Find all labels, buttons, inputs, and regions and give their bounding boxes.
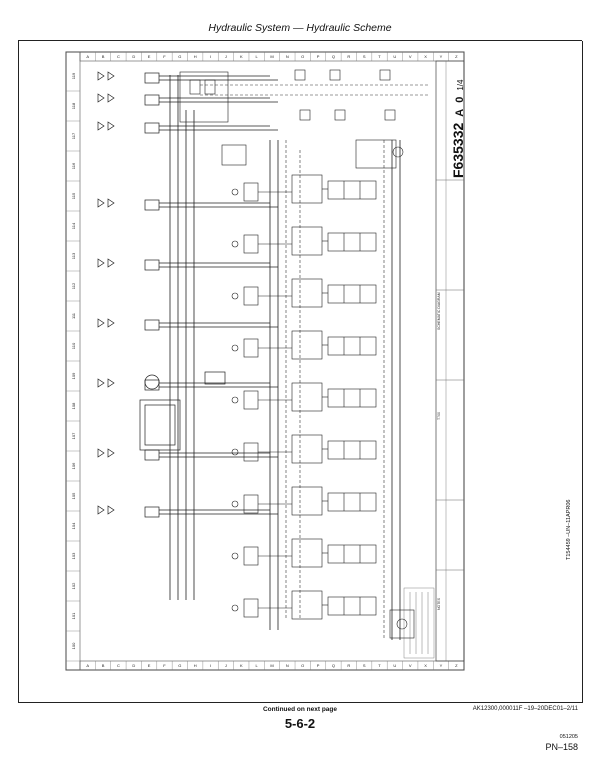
row-label-top: N [286,54,289,59]
header-divider [18,40,582,41]
column-label: 103 [71,552,76,559]
row-label-top: Y [440,54,443,59]
row-label-top: A [86,54,89,59]
row-label-top: B [102,54,105,59]
row-label-top: Z [455,54,458,59]
drawing-sheet: 1/4 [456,79,465,91]
column-label: 112 [71,282,76,289]
row-label-top: E [148,54,151,59]
continued-note: Continued on next page [262,706,338,713]
side-figure-code: T154459 –UN–11APR06 [566,499,572,560]
row-label-bottom: X [424,663,427,668]
column-label: 101 [71,612,76,619]
row-label-bottom: V [409,663,412,668]
row-label-top: L [256,54,259,59]
column-label: 105 [71,492,76,499]
row-label-bottom: D [132,663,135,668]
column-label: 117 [71,132,76,139]
svg-text:SCHEMATIC DIAGRAM: SCHEMATIC DIAGRAM [437,292,441,330]
row-label-top: G [178,54,181,59]
row-label-bottom: C [117,663,120,668]
row-label-top: I [210,54,211,59]
row-label-bottom: U [393,663,396,668]
page-number: 5-6-2 [284,716,316,731]
row-label-bottom: M [270,663,273,668]
row-label-bottom: Z [455,663,458,668]
row-label-top: F [163,54,166,59]
column-label: 113 [71,252,76,259]
column-label: 110 [71,342,76,349]
column-label: 116 [71,162,76,169]
row-label-top: X [424,54,427,59]
row-label-bottom: T [378,663,381,668]
drawing-revision: A [454,108,466,117]
drawing-version: 0 [454,96,466,103]
column-label: 114 [71,222,76,229]
svg-text:NOTES: NOTES [437,597,441,610]
column-label: 102 [71,582,76,589]
page-header-title: Hydraulic System — Hydraulic Scheme [208,22,392,34]
row-label-top: K [240,54,243,59]
drawing-number-block: F635332 A 0 1/4 [450,80,466,178]
row-label-top: J [225,54,227,59]
document-reference: AK12300,000011F –19–20DEC01–2/11 [472,706,578,712]
row-label-top: Q [332,54,335,59]
row-label-top: R [347,54,350,59]
row-label-bottom: I [210,663,211,668]
row-label-bottom: R [347,663,350,668]
svg-text:T700: T700 [437,412,441,420]
row-label-bottom: K [240,663,243,668]
row-label-bottom: B [102,663,105,668]
column-label: 108 [71,402,76,409]
column-label: 119 [71,72,76,79]
row-label-top: S [363,54,366,59]
row-label-bottom: H [194,663,197,668]
column-label: 109 [71,372,76,379]
row-label-top: M [270,54,273,59]
column-label: 106 [71,462,76,469]
row-label-top: D [132,54,135,59]
row-label-bottom: G [178,663,181,668]
row-label-top: H [194,54,197,59]
row-label-bottom: O [301,663,304,668]
column-label: 100 [71,642,76,649]
row-label-bottom: S [363,663,366,668]
row-label-bottom: Y [440,663,443,668]
row-label-bottom: N [286,663,289,668]
row-label-bottom: E [148,663,151,668]
pn-code: PN–158 [545,742,578,752]
row-label-bottom: P [317,663,320,668]
row-label-bottom: Q [332,663,335,668]
row-label-top: O [301,54,304,59]
column-label: 115 [71,192,76,199]
column-label: 118 [71,102,76,109]
row-label-bottom: J [225,663,227,668]
row-label-top: C [117,54,120,59]
row-label-top: P [317,54,320,59]
row-label-top: T [378,54,381,59]
column-label: 111 [71,312,76,319]
row-label-bottom: A [86,663,89,668]
row-label-top: V [409,54,412,59]
row-label-bottom: L [256,663,259,668]
date-code: 051205 [559,734,578,740]
footer-divider [18,702,582,703]
row-label-bottom: F [163,663,166,668]
column-label: 107 [71,432,76,439]
row-label-top: U [393,54,396,59]
column-label: 104 [71,522,76,529]
drawing-number: F635332 [450,122,466,178]
